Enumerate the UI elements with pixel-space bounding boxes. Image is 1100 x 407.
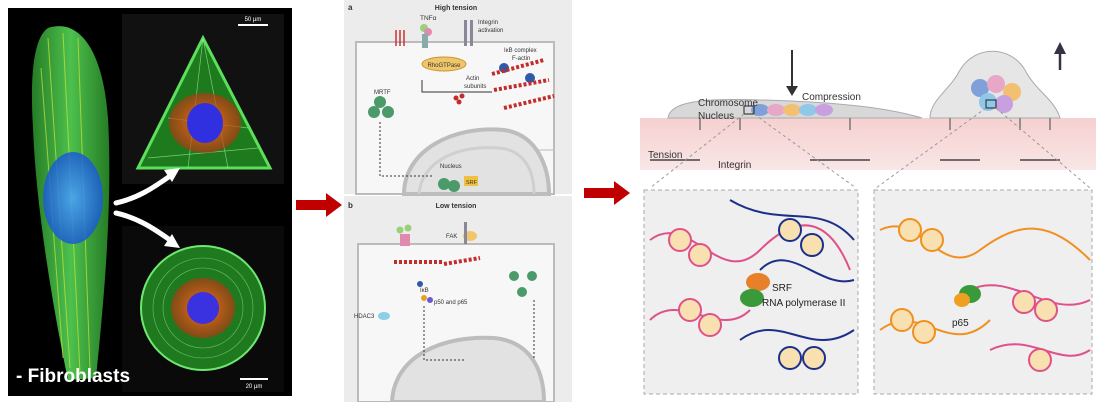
panel-a-letter: a	[348, 3, 353, 12]
chromosome-label: Chromosome	[698, 98, 758, 109]
scale-bar-bottom-label: 20 µm	[246, 384, 263, 390]
nucleosomes-left	[668, 218, 826, 370]
srf-label: SRF	[772, 283, 792, 294]
integrin-label-panel3: Integrin	[718, 160, 751, 171]
rna-pol-ii-label: RNA polymerase II	[762, 298, 845, 309]
panel-b-letter: b	[348, 201, 353, 210]
nucleus-label-a: Nucleus	[440, 164, 462, 170]
integrin-activation-label: activation	[478, 28, 503, 34]
mrtf-label: MRTF	[374, 90, 391, 96]
p50-p65-label: p50 and p65	[434, 300, 468, 306]
p65-label: p65	[952, 318, 969, 329]
ikb-label: IκB	[420, 288, 429, 294]
high-tension-nucleus	[401, 127, 552, 196]
fibroblast-micrographs: 50 µm 20 µm	[31, 14, 284, 392]
tension-signaling-diagram: RhoGTPase a High tension TNFα Integrin a…	[344, 0, 572, 404]
srf-label-a: SRF	[466, 180, 478, 186]
low-tension-title: Low tension	[436, 203, 477, 210]
nucleus-label: Nucleus	[698, 111, 734, 122]
fibroblast-micrograph-panel: 50 µm 20 µm - Fibroblasts	[8, 8, 292, 396]
subunits-label: subunits	[464, 84, 486, 90]
factin-label: F-actin	[512, 56, 530, 62]
round-cell-nucleus	[187, 292, 219, 324]
tension-signaling-panel: RhoGTPase a High tension TNFα Integrin a…	[344, 0, 572, 404]
fak-label: FAK	[446, 234, 457, 240]
red-arrow-1	[296, 193, 342, 217]
actin-filaments	[491, 58, 555, 110]
rhogtpase-node	[421, 56, 467, 72]
integrin-label: Integrin	[478, 20, 498, 26]
low-tension-nucleus	[389, 335, 547, 404]
substrate-layer	[640, 118, 1096, 170]
rna-pol-ii-protein	[740, 289, 764, 307]
rhogtpase-label: RhoGTPase	[427, 63, 461, 69]
flat-cell-chromosomes	[751, 104, 833, 116]
nucleosomes-right	[890, 218, 1058, 372]
tension-label: Tension	[648, 150, 682, 161]
chromatin-mechanics-panel: SRF RNA polymerase II p65 Chromosome Nuc…	[640, 40, 1096, 398]
triangular-cell-nucleus	[187, 103, 223, 143]
scale-bar-top-label: 50 µm	[245, 17, 262, 23]
red-arrow-2	[584, 181, 630, 205]
chromatin-mechanics-diagram: SRF RNA polymerase II p65 Chromosome Nuc…	[640, 42, 1096, 395]
tnf-label: TNFα	[420, 15, 437, 22]
cell-type-label: - Fibroblasts	[16, 366, 131, 387]
compression-label: Compression	[802, 92, 861, 103]
fibroblast-nucleus	[43, 152, 103, 244]
transition-arrows	[113, 173, 173, 243]
srf-protein	[746, 273, 770, 291]
high-tension-title: High tension	[435, 5, 477, 12]
domed-cell-chromosomes	[971, 75, 1021, 113]
hdac3-label: HDAC3	[354, 314, 375, 320]
actin-label: Actin	[466, 76, 479, 82]
ikb-complex-label: IκB complex	[504, 48, 537, 54]
